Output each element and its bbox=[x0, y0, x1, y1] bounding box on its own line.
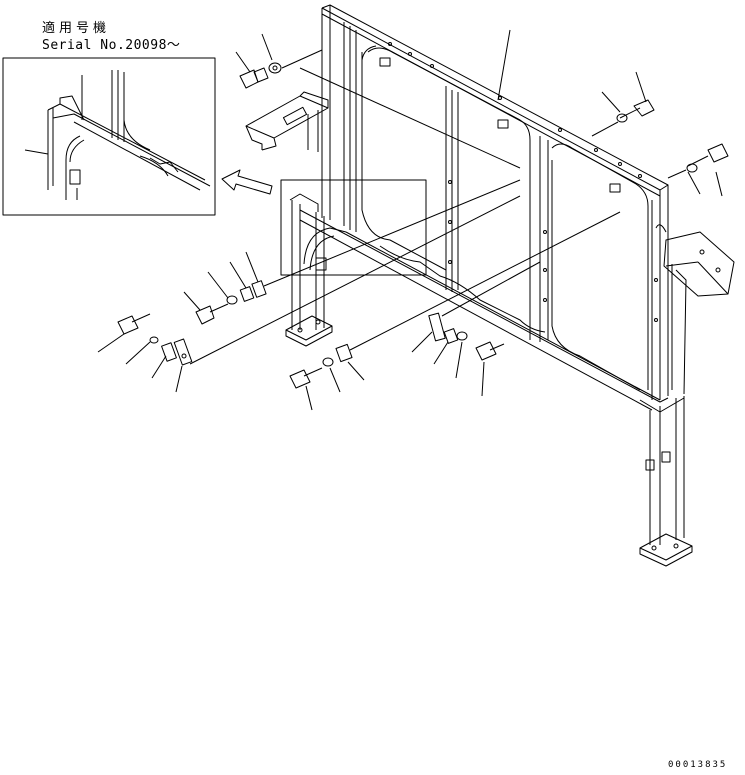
detail-arrow bbox=[222, 170, 272, 194]
right-mount-bracket bbox=[656, 225, 734, 394]
detail-inset bbox=[3, 58, 215, 215]
detail-reference-frame bbox=[281, 180, 426, 275]
fastener-group-4 bbox=[412, 262, 540, 396]
left-front-leg bbox=[286, 194, 346, 346]
frame-bolt-holes bbox=[389, 43, 658, 322]
callout-leaders bbox=[300, 30, 520, 168]
serial-applicability-label: 適用号機 bbox=[42, 21, 111, 36]
bolt-top-left bbox=[236, 34, 322, 88]
drawing-number: 00013835 bbox=[668, 760, 728, 770]
right-front-leg bbox=[640, 396, 692, 566]
fastener-group-2 bbox=[98, 196, 520, 392]
upper-loose-bracket bbox=[246, 92, 328, 152]
fastener-group-3 bbox=[290, 212, 620, 410]
fastener-group-1 bbox=[184, 180, 520, 324]
radiator-guard-frame bbox=[300, 5, 668, 410]
inset-leader bbox=[25, 150, 48, 154]
bolt-right bbox=[668, 144, 728, 196]
serial-number-label: Serial No.20098～ bbox=[42, 38, 181, 53]
bolt-top-right bbox=[592, 72, 654, 136]
detail-inset-frame bbox=[3, 58, 215, 215]
